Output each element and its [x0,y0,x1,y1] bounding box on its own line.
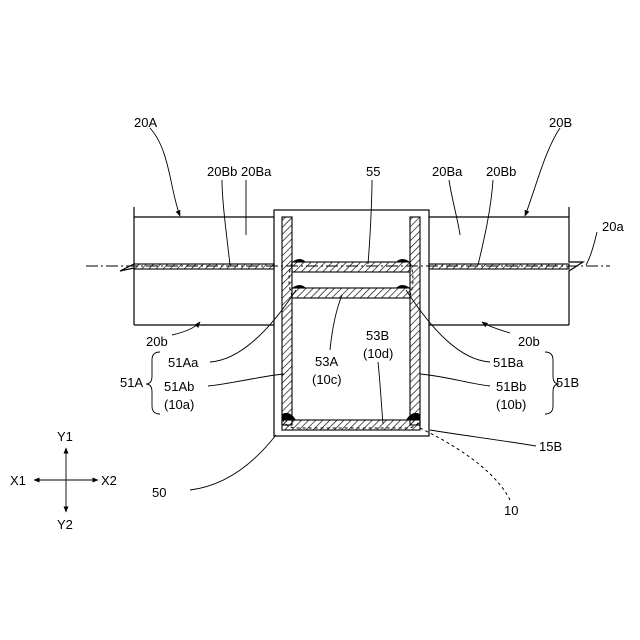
label-10d: (10d) [363,346,393,361]
brace-51A [146,352,160,414]
label-10: 10 [504,503,518,518]
label-10c: (10c) [312,372,342,387]
axis-label-y2: Y2 [57,517,73,532]
label-10b: (10b) [496,397,526,412]
leader-lines [150,128,597,500]
member-10 [282,217,420,430]
label-53B: 53B [366,328,389,343]
label-51Bb: 51Bb [496,379,526,394]
label-20Bb-left: 20Bb [207,164,237,179]
axis-label-x1: X1 [10,473,26,488]
label-51Ba: 51Ba [493,355,524,370]
label-20b-right: 20b [518,334,540,349]
label-51Aa: 51Aa [168,355,199,370]
label-20Ba-right: 20Ba [432,164,463,179]
direction-axes: Y1 Y2 X1 X2 [10,429,117,532]
label-53A: 53A [315,354,338,369]
label-55: 55 [366,164,380,179]
label-20B: 20B [549,115,572,130]
label-10a: (10a) [164,397,194,412]
axis-label-y1: Y1 [57,429,73,444]
axis-label-x2: X2 [101,473,117,488]
label-20b-left: 20b [146,334,168,349]
label-20Ba-left: 20Ba [241,164,272,179]
label-51Ab: 51Ab [164,379,194,394]
label-20A: 20A [134,115,157,130]
label-50: 50 [152,485,166,500]
label-20a: 20a [602,219,624,234]
label-51A: 51A [120,375,143,390]
label-15B: 15B [539,439,562,454]
outer-box-50 [274,210,429,436]
label-20Bb-right: 20Bb [486,164,516,179]
label-51B: 51B [556,375,579,390]
